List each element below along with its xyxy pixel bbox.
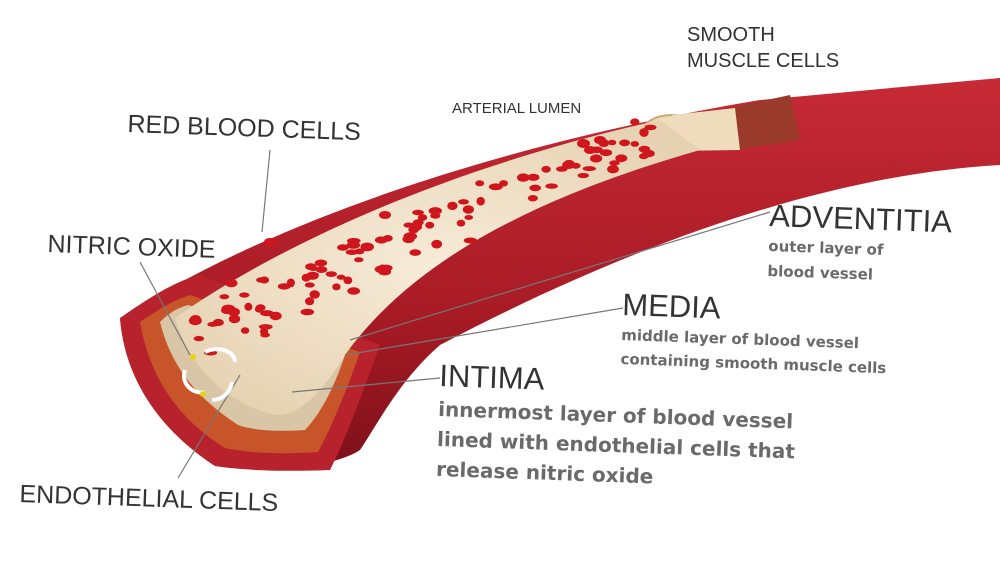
- red-blood-cell: [488, 183, 503, 191]
- arterial-lumen-label: ARTERIAL LUMEN: [452, 100, 582, 117]
- red-blood-cell: [607, 139, 617, 146]
- red-blood-cell: [417, 214, 428, 221]
- red-blood-cell: [463, 237, 478, 244]
- red-blood-cell: [305, 297, 315, 306]
- red-blood-cell: [240, 327, 250, 334]
- red-blood-cell: [309, 265, 318, 271]
- red-blood-cell: [428, 207, 442, 215]
- red-blood-cell: [193, 335, 205, 342]
- red-blood-cell: [336, 274, 346, 280]
- red-blood-cell: [615, 154, 628, 163]
- smooth-muscle-cells-label: SMOOTH MUSCLE CELLS: [687, 22, 839, 74]
- red-blood-cell: [304, 282, 315, 288]
- red-blood-cell: [314, 259, 328, 267]
- red-blood-cell: [639, 153, 649, 160]
- red-blood-cell: [409, 249, 422, 256]
- red-blood-cell: [259, 276, 270, 284]
- red-blood-cells: [188, 118, 657, 356]
- red-blood-cell: [337, 244, 349, 251]
- red-blood-cell: [630, 141, 640, 147]
- red-blood-cell: [219, 294, 230, 300]
- red-blood-cell: [594, 136, 606, 144]
- red-blood-cell: [425, 221, 435, 229]
- red-blood-cell: [306, 271, 319, 278]
- red-blood-cell: [402, 235, 415, 244]
- red-blood-cell: [499, 180, 508, 187]
- red-blood-cell: [379, 211, 391, 219]
- red-blood-cell: [541, 165, 551, 173]
- red-blood-cell: [228, 314, 241, 324]
- red-blood-cell: [260, 328, 269, 336]
- red-blood-cell: [347, 287, 361, 295]
- red-blood-cell: [412, 219, 424, 226]
- red-blood-cell: [458, 199, 469, 205]
- red-blood-cell: [264, 238, 276, 246]
- red-blood-cell: [456, 219, 466, 227]
- lumen: [175, 120, 700, 415]
- red-blood-cell: [545, 183, 558, 189]
- red-blood-cell: [529, 184, 541, 192]
- red-blood-cell: [577, 139, 590, 148]
- red-blood-cell: [225, 278, 238, 288]
- red-blood-cell: [644, 124, 657, 131]
- red-blood-cell: [300, 308, 315, 316]
- red-blood-cell: [464, 215, 474, 220]
- red-blood-cell: [563, 159, 575, 167]
- red-blood-cell: [255, 304, 266, 312]
- red-blood-cell: [527, 195, 538, 202]
- red-blood-cell: [343, 276, 353, 285]
- red-blood-cell: [475, 180, 485, 187]
- red-blood-cell: [447, 201, 458, 211]
- leader-lines: [139, 149, 771, 479]
- red-blood-cell: [619, 139, 631, 147]
- red-blood-cell: [354, 257, 364, 263]
- smooth-muscle-line-1: SMOOTH: [687, 24, 775, 46]
- red-blood-cell: [412, 209, 424, 216]
- red-blood-cell: [476, 196, 485, 206]
- red-blood-cell: [599, 149, 613, 157]
- red-blood-cell: [258, 324, 273, 330]
- red-blood-cell: [590, 154, 603, 163]
- nitric-oxide-label: NITRIC OXIDE: [47, 230, 216, 264]
- smooth-muscle-line-2: MUSCLE CELLS: [687, 50, 840, 72]
- red-blood-cell: [609, 160, 620, 166]
- red-blood-cell: [638, 145, 651, 153]
- red-blood-cell: [346, 241, 361, 249]
- red-blood-cell: [527, 173, 540, 181]
- red-blood-cell: [244, 302, 253, 311]
- red-blood-cell: [630, 118, 640, 126]
- red-blood-cell: [403, 222, 415, 228]
- red-blood-cell: [462, 205, 474, 214]
- red-blood-cell: [431, 239, 443, 249]
- adventitia-label: ADVENTITIA outer layer of blood vessel: [767, 198, 952, 290]
- red-blood-cell: [374, 236, 388, 244]
- red-blood-cell: [582, 166, 596, 172]
- red-blood-cell: [517, 173, 530, 182]
- red-blood-cell: [227, 307, 240, 317]
- red-blood-cell: [315, 266, 328, 273]
- intima-label: INTIMA innermost layer of blood vessel l…: [436, 358, 798, 496]
- red-blood-cell: [360, 242, 375, 252]
- red-blood-cell: [188, 316, 202, 326]
- red-blood-cell: [277, 283, 291, 290]
- red-blood-cell: [309, 290, 320, 299]
- red-blood-cell: [207, 321, 219, 327]
- red-blood-cell: [379, 264, 393, 272]
- red-blood-cell: [260, 310, 274, 317]
- red-blood-cell: [639, 128, 649, 137]
- red-blood-cell: [584, 146, 596, 154]
- red-blood-cell: [239, 292, 250, 298]
- red-blood-cell: [354, 248, 365, 255]
- red-blood-cell: [577, 172, 590, 179]
- red-blood-cell: [332, 283, 341, 291]
- red-blood-cell: [607, 165, 619, 174]
- red-blood-cell: [325, 271, 337, 277]
- smooth-muscle-segment: [720, 95, 800, 150]
